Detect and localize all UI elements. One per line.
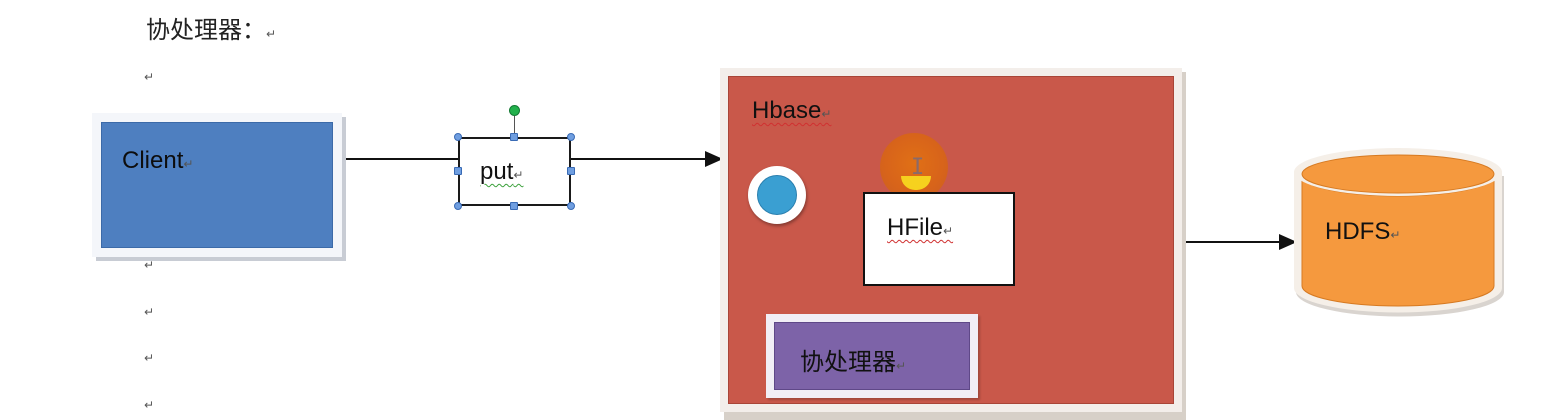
heading-text: 协处理器：	[146, 16, 266, 44]
resize-handle-right[interactable]	[567, 167, 575, 175]
resize-handle-top-right[interactable]	[567, 133, 575, 141]
paragraph-mark: ↵	[1390, 228, 1401, 242]
client-node[interactable]: Client↵	[92, 113, 342, 257]
resize-handle-bottom[interactable]	[510, 202, 518, 210]
hfile-label: HFile↵	[887, 214, 954, 241]
paragraph-mark: ↵	[896, 359, 907, 373]
client-label: Client↵	[122, 147, 194, 174]
coprocessor-fill	[774, 322, 970, 390]
hfile-node[interactable]	[863, 192, 1015, 286]
hbase-label: Hbase↵	[752, 97, 832, 124]
coprocessor-label: 协处理器↵	[800, 348, 907, 376]
paragraph-mark: ↵	[144, 351, 155, 365]
resize-handle-top[interactable]	[510, 133, 518, 141]
resize-handle-top-left[interactable]	[454, 133, 462, 141]
hdfs-cylinder-top	[1301, 154, 1495, 194]
hdfs-cylinder-body	[1301, 175, 1495, 307]
hdfs-label: HDFS↵	[1325, 218, 1401, 245]
client-fill: Client↵	[101, 122, 333, 248]
paragraph-mark: ↵	[513, 168, 524, 182]
paragraph-mark: ↵	[821, 107, 832, 121]
put-label: put↵	[480, 158, 524, 185]
rotation-handle[interactable]	[509, 105, 520, 116]
coprocessor-node[interactable]	[766, 314, 978, 398]
text-cursor-icon: I	[911, 155, 925, 180]
hdfs-node[interactable]	[1290, 140, 1510, 330]
hook-circle-icon	[757, 175, 797, 215]
document-heading: 协处理器：↵	[146, 10, 276, 45]
cursor-click-indicator	[901, 176, 931, 190]
resize-handle-left[interactable]	[454, 167, 462, 175]
rotation-stem	[514, 116, 515, 134]
paragraph-mark: ↵	[266, 27, 277, 41]
paragraph-mark: ↵	[144, 305, 155, 319]
paragraph-mark: ↵	[183, 157, 194, 171]
paragraph-mark: ↵	[943, 224, 954, 238]
paragraph-mark: ↵	[144, 258, 155, 272]
paragraph-mark: ↵	[144, 398, 155, 412]
resize-handle-bottom-right[interactable]	[567, 202, 575, 210]
paragraph-mark: ↵	[144, 70, 155, 84]
resize-handle-bottom-left[interactable]	[454, 202, 462, 210]
